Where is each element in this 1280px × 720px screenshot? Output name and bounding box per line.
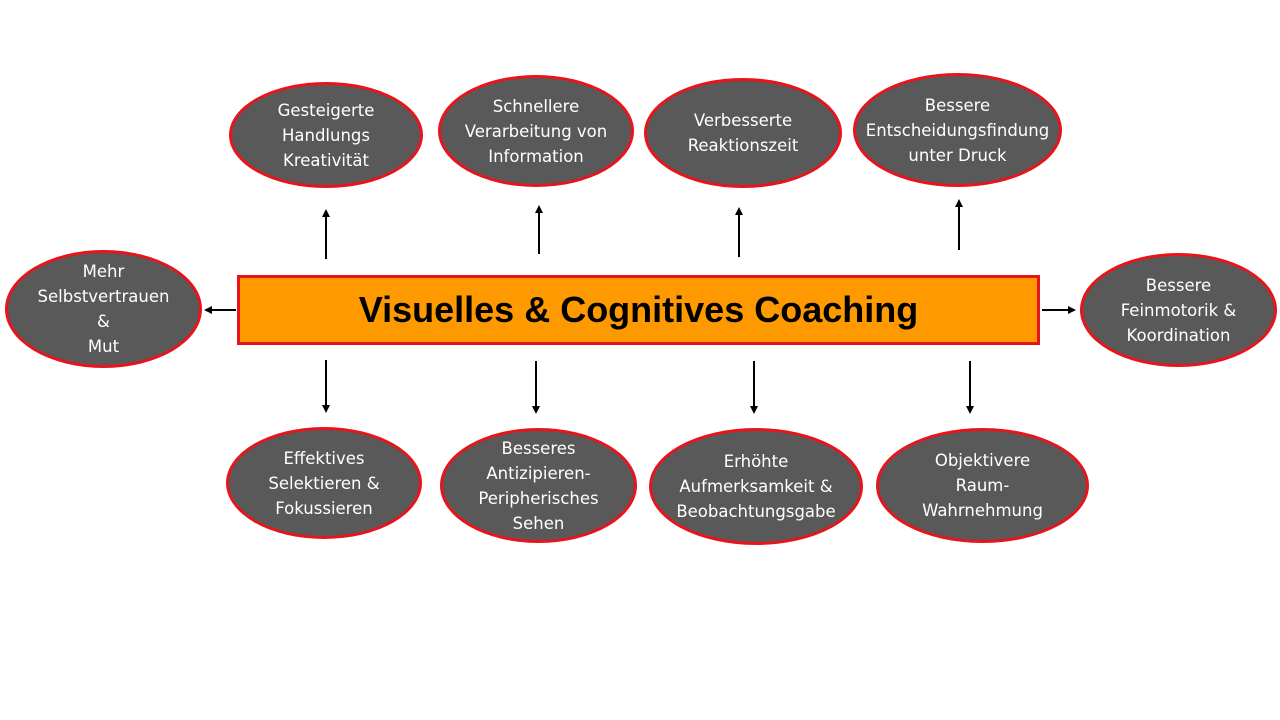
node-entscheidungsfindung: Bessere Entscheidungsfindung unter Druck [853, 73, 1062, 187]
node-label: Mehr Selbstvertrauen & Mut [37, 262, 170, 356]
node-antizipieren: Besseres Antizipieren- Peripherisches Se… [440, 428, 637, 543]
node-label: Effektives Selektieren & Fokussieren [268, 448, 380, 518]
node-label: Bessere Feinmotorik & Koordination [1120, 275, 1237, 345]
node-feinmotorik: Bessere Feinmotorik & Koordination [1080, 253, 1277, 367]
central-label: Visuelles & Cognitives Coaching [358, 289, 919, 330]
node-label: Objektivere Raum- Wahrnehmung [922, 451, 1043, 520]
central-box: Visuelles & Cognitives Coaching [237, 275, 1040, 345]
node-label: Verbesserte Reaktionszeit [687, 111, 799, 155]
node-aufmerksamkeit: Erhöhte Aufmerksamkeit & Beobachtungsgab… [649, 428, 863, 545]
node-label: Besseres Antizipieren- Peripherisches Se… [478, 438, 599, 533]
node-selektieren-fokussieren: Effektives Selektieren & Fokussieren [226, 427, 422, 539]
node-selbstvertrauen: Mehr Selbstvertrauen & Mut [5, 250, 202, 368]
node-reaktionszeit: Verbesserte Reaktionszeit [644, 78, 842, 188]
node-raumwahrnehmung: Objektivere Raum- Wahrnehmung [876, 428, 1089, 543]
node-label: Gesteigerte Handlungs Kreativität [277, 100, 375, 170]
node-label: Bessere Entscheidungsfindung unter Druck [865, 95, 1050, 165]
node-informationsverarbeitung: Schnellere Verarbeitung von Information [438, 75, 634, 187]
node-handlungs-kreativitaet: Gesteigerte Handlungs Kreativität [229, 82, 423, 188]
node-label: Schnellere Verarbeitung von Information [464, 96, 608, 166]
node-label: Erhöhte Aufmerksamkeit & Beobachtungsgab… [676, 452, 836, 521]
